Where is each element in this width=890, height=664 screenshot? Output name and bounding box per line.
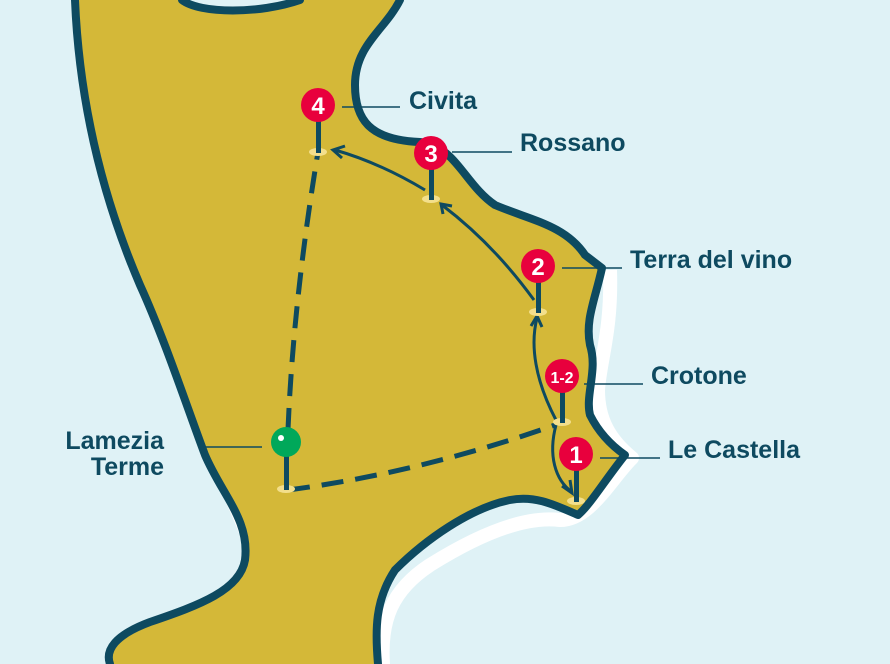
pin-crotone[interactable]: 1-2 <box>545 359 579 426</box>
label-lamezia: Lamezia <box>65 427 164 455</box>
label-rossano: Rossano <box>520 129 626 157</box>
label-terme: Terme <box>90 453 164 481</box>
route-dashed-start-to-crotone <box>287 422 556 493</box>
svg-text:1: 1 <box>569 442 582 469</box>
arrowhead-icon <box>330 144 346 160</box>
pin-le-castella[interactable]: 1 <box>559 437 593 505</box>
pin-rossano[interactable]: 3 <box>414 136 448 203</box>
svg-text:1-2: 1-2 <box>550 370 573 387</box>
label-civita: Civita <box>409 87 478 115</box>
label-le-castella: Le Castella <box>668 436 801 464</box>
land <box>75 0 625 664</box>
pin-lamezia-terme-start[interactable] <box>271 427 301 493</box>
route <box>285 144 575 497</box>
label-lamezia-terme: Lamezia Terme <box>52 428 164 480</box>
svg-text:4: 4 <box>311 93 325 120</box>
route-dashed-start-to-civita <box>285 151 321 431</box>
route-arrow-terra-to-rossano <box>441 203 536 301</box>
arrowhead-icon <box>529 312 544 328</box>
pin-civita[interactable]: 4 <box>301 88 335 156</box>
label-terra-del-vino: Terra del vino <box>630 246 793 274</box>
leader-lines <box>200 106 660 459</box>
pin-terra-del-vino[interactable]: 2 <box>521 249 555 316</box>
label-crotone: Crotone <box>651 362 747 390</box>
arrowhead-icon <box>561 479 575 497</box>
svg-text:2: 2 <box>531 254 544 281</box>
svg-text:3: 3 <box>424 141 437 168</box>
route-arrow-crotone-to-terra <box>532 317 558 421</box>
route-arrow-rossano-to-civita <box>334 148 426 192</box>
coastline <box>71 0 629 664</box>
arrowhead-icon <box>439 202 453 215</box>
